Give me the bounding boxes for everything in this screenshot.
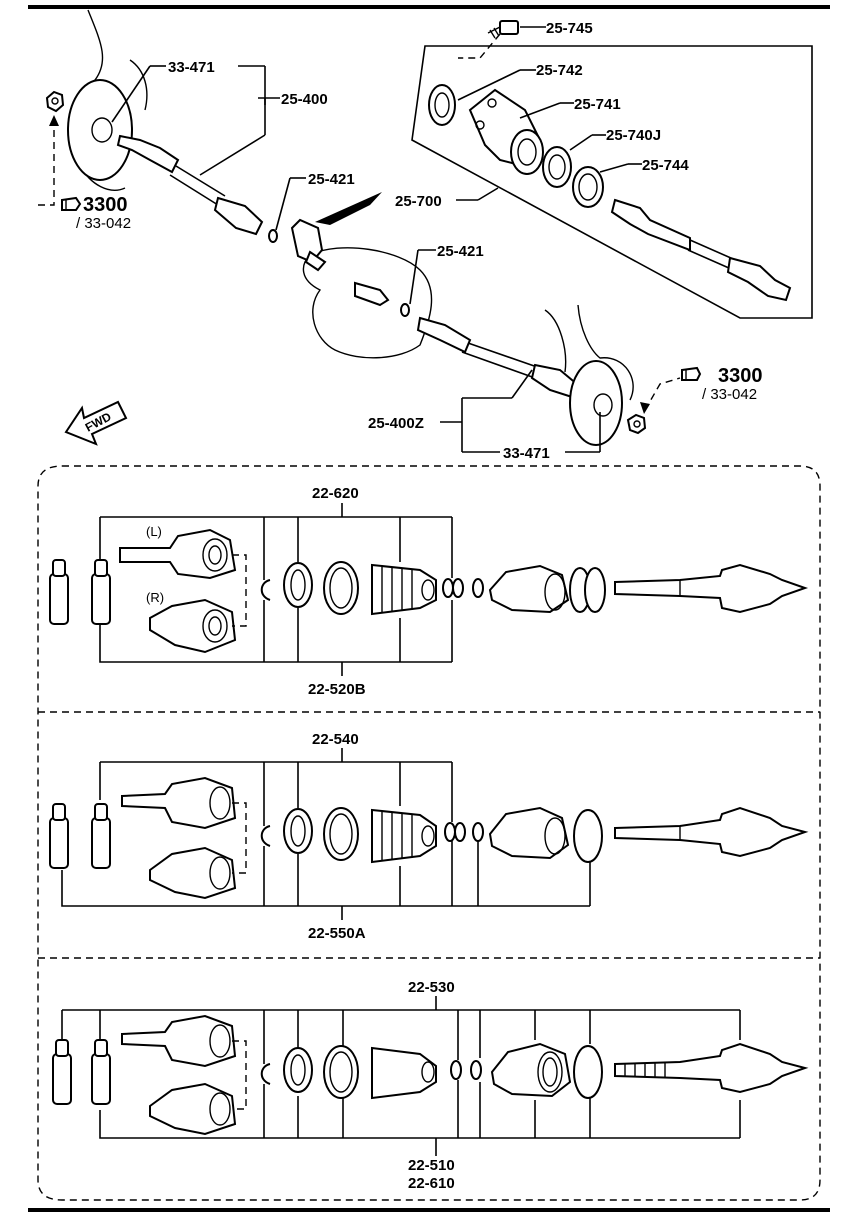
ref-33-042-right: / 33-042 <box>702 386 757 403</box>
kit-panel-3: 22-530 22-510 22-610 <box>52 979 809 1192</box>
inner-housing-upper-3 <box>121 1014 237 1068</box>
inner-housing-lower <box>149 846 237 900</box>
label-25-700: 25-700 <box>395 193 442 210</box>
kit-panel-2: 22-540 22-550A <box>49 731 809 942</box>
right-knuckle <box>544 304 634 401</box>
boot-outer-2 <box>488 806 570 860</box>
boot-band-large <box>323 561 359 615</box>
seal-25-742 <box>428 84 456 126</box>
panel3-bottom-label-1: 22-510 <box>408 1157 455 1174</box>
label-25-421-lower: 25-421 <box>437 243 484 260</box>
boot-inner <box>371 563 437 616</box>
label-25-421-upper: 25-421 <box>308 171 355 188</box>
panel1-top-label: 22-620 <box>312 485 359 502</box>
grease-tube-3 <box>49 803 69 869</box>
differential-flange <box>290 218 327 272</box>
grease-tube-4 <box>91 803 111 869</box>
label-25-744: 25-744 <box>642 157 689 174</box>
label-33-471-upper: 33-471 <box>168 59 215 76</box>
label-25-741: 25-741 <box>574 96 621 113</box>
clip-25-421-lower <box>400 303 410 317</box>
label-25-400Z: 25-400Z <box>368 415 424 432</box>
snap-ring <box>283 562 313 608</box>
panel3-bottom-label-2: 22-610 <box>408 1175 455 1192</box>
left-driveshaft <box>116 134 264 236</box>
fwd-arrow-icon <box>64 400 128 446</box>
inset-frame <box>411 45 813 319</box>
boot-inner-2 <box>371 808 437 864</box>
panel1-bottom-label: 22-520B <box>308 681 366 698</box>
grease-tube-1 <box>49 559 69 625</box>
right-driveshaft <box>416 316 580 399</box>
boot-outer <box>488 564 570 614</box>
boot-band-outer-2 <box>584 567 606 613</box>
label-25-742: 25-742 <box>536 62 583 79</box>
boot-outer-3 <box>490 1042 572 1098</box>
right-hub <box>569 360 623 446</box>
intermediate-shaft <box>610 198 792 302</box>
label-25-400: 25-400 <box>281 91 328 108</box>
seal-25-744 <box>572 166 604 208</box>
panel2-top-label: 22-540 <box>312 731 359 748</box>
kit-panels-outline <box>37 465 821 1201</box>
inner-joint-right <box>149 598 237 654</box>
bearing-bracket-25-741 <box>468 88 544 175</box>
bearing-25-740J <box>542 146 572 188</box>
panel2-bottom-label: 22-550A <box>308 925 366 942</box>
shaft-outer-joint-3 <box>614 1042 809 1094</box>
inner-housing-upper <box>121 776 237 830</box>
bolt-25-745 <box>487 20 519 39</box>
grease-tube-5 <box>52 1039 72 1105</box>
panel1-left-tag: (L) <box>146 524 162 539</box>
label-25-745: 25-745 <box>546 20 593 37</box>
clip-25-421-upper <box>268 229 278 243</box>
left-hub <box>67 79 133 181</box>
ref-33-042-left: / 33-042 <box>76 215 131 232</box>
kit-panel-1: 22-620 22-520B (L) (R) <box>49 485 809 698</box>
panel1-right-tag: (R) <box>146 590 164 605</box>
boot-band-small-1 <box>442 578 454 598</box>
inner-housing-lower-3 <box>149 1082 237 1136</box>
boot-band-small-3 <box>472 578 484 598</box>
shaft-outer-joint <box>614 563 809 614</box>
label-25-740J: 25-740J <box>606 127 661 144</box>
grease-tube-2 <box>91 559 111 625</box>
grease-tube-6 <box>91 1039 111 1105</box>
shaft-outer-joint-2 <box>614 806 809 858</box>
reference-hand-icon-right <box>681 366 702 381</box>
ref-3300-right: 3300 <box>718 365 763 387</box>
label-33-471-lower: 33-471 <box>503 445 550 462</box>
left-hub-nut <box>45 90 65 113</box>
pointer-wedge <box>315 192 382 225</box>
ref-3300-left: 3300 <box>83 194 128 216</box>
boot-band-small-2 <box>452 578 464 598</box>
c-clip <box>260 579 271 601</box>
inner-joint-left <box>119 528 237 580</box>
panel3-top-label: 22-530 <box>408 979 455 996</box>
right-hub-nut <box>626 413 647 435</box>
boot-inner-3 <box>371 1046 437 1100</box>
reference-hand-icon-left <box>61 196 82 211</box>
transmission-housing <box>302 247 433 359</box>
